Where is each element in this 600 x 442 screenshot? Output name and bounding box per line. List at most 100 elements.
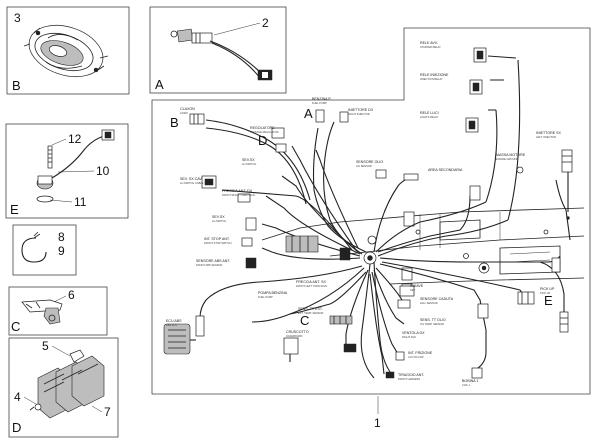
label-sensore-abs-ant: SENSORE ABS ANT. [196,259,230,263]
svg-text:LH SWITCH: LH SWITCH [242,162,256,166]
clip-drawing [21,231,47,263]
panel-e: 12 10 11 E [5,123,129,219]
label-pompa-benzina: POMPA BENZINA [258,291,288,295]
svg-text:CLUTCH SW.: CLUTCH SW. [408,355,424,359]
panel-c-letter: C [11,319,20,334]
panel-a-frame [149,6,287,94]
ref-3: 3 [14,11,21,25]
label-claxon: CLAXON [180,107,195,111]
label-ventola-dx: VENTOLA DX [402,331,425,335]
label-sensore-olio: SENSORE OLIO [356,160,383,164]
label-int-stop-ant: INT. STOP ANT. [204,237,230,241]
connectors [163,47,573,379]
label-iniettore-dx: INIETTORE DX [348,108,374,112]
panel-clip: 8 9 [12,224,77,276]
svg-text:FRONT LEFT TURN SIGN.: FRONT LEFT TURN SIGN. [296,284,328,288]
ref-2: 2 [262,16,269,30]
panel-a-letter: A [155,77,164,92]
main-letter-c: C [300,313,309,328]
harness-trunk [199,55,571,379]
panel-c: 6 C [8,286,108,336]
cable-item-2-drawing [170,28,273,81]
ref-1: 1 [374,416,381,430]
label-freccia-ant-dx: FRECCIA ANT. DX [222,189,253,193]
svg-text:FALL SENSOR: FALL SENSOR [420,301,438,305]
svg-text:ABS ECU: ABS ECU [166,323,178,327]
svg-text:PICK UP: PICK UP [540,291,551,295]
sensor-item-10-drawing [36,129,115,203]
panel-b-frame [6,6,130,95]
svg-text:FRONT STOP SWITCH: FRONT STOP SWITCH [204,241,232,245]
ref-12: 12 [68,132,82,146]
svg-text:DASHBOARD: DASHBOARD [286,334,303,338]
svg-text:LH SWITCH: LH SWITCH [212,219,226,223]
label-tiraggio-ant: TIRAGGIO ANT. [398,373,424,377]
ref-8: 8 [58,230,65,244]
svg-text:COIL 1: COIL 1 [462,383,471,387]
label-iniettore-sx: INIETTORE SX [536,131,561,135]
svg-text:INJECTION RELAY: INJECTION RELAY [420,77,443,81]
svg-text:FRONT ABS SENSOR: FRONT ABS SENSOR [196,263,222,267]
svg-text:ENGINE GROUND: ENGINE GROUND [496,157,518,161]
panel-b: 3 B [6,6,130,95]
ref-11: 11 [74,195,87,209]
svg-text:OIL TEMP. SENSOR: OIL TEMP. SENSOR [420,322,444,326]
svg-text:OIL SENSOR: OIL SENSOR [356,164,372,168]
switch-item-6-drawing [21,295,67,325]
main-letter-d: D [258,133,267,148]
panel-b-letter: B [12,78,21,93]
label-chiave: CHIAVE [410,284,424,288]
main-panel-frame [151,27,591,395]
svg-text:HORN: HORN [180,111,188,115]
ref-10: 10 [96,164,110,178]
label-benzina-p: BENZINA P. [312,97,331,101]
label-ecu-abs: ECU ABS [166,319,182,323]
svg-text:LIGHTS RELAY: LIGHTS RELAY [420,115,439,119]
label-sevsx-cav: SEV. SX CAV. [180,177,202,181]
panel-d: 5 4 7 D [8,337,119,438]
svg-text:LEFT INJECTOR: LEFT INJECTOR [536,135,556,139]
panel-e-frame [5,123,129,219]
ref-9: 9 [58,244,65,258]
svg-text:FRONT RIGHT TURN SIGN.: FRONT RIGHT TURN SIGN. [222,193,256,197]
label-regolatore: REGOLATORE [250,126,275,130]
svg-text:RIGHT INJECTOR: RIGHT INJECTOR [348,112,370,116]
svg-text:FRONT HARNESS: FRONT HARNESS [398,377,420,381]
label-freccia-ant-sx: FRECCIA ANT. SX [296,280,327,284]
label-sensore-caduta: SENSORE CADUTA [420,297,454,301]
label-rele-iniezione: RELE INIEZIONE [420,73,449,77]
panel-c-frame [8,286,108,336]
label-cruscotto: CRUSCOTTO [286,330,309,334]
svg-text:VOLTAGE REGULATOR: VOLTAGE REGULATOR [250,130,279,134]
svg-text:EXT. TEMP. SENSOR: EXT. TEMP. SENSOR [298,311,324,315]
label-rele-avv: RELE AVV. [420,41,438,45]
label-sens-tt-olio: SENS. TT OLIO [420,318,446,322]
label-sevsx-2: SEV.SX [212,215,225,219]
headlight-housing-drawing [23,24,109,78]
main-panel: 1 B A D C E [151,27,591,430]
ref-4: 4 [14,390,21,404]
svg-text:STARTER RELAY: STARTER RELAY [420,45,441,49]
main-letter-b: B [170,115,179,130]
label-pick-up: PICK UP [540,287,555,291]
svg-text:FUEL PUMP: FUEL PUMP [312,101,327,105]
chassis-outline [261,207,585,295]
svg-text:FUEL PUMP: FUEL PUMP [258,295,273,299]
label-rele-luci: RELE LUCI [420,111,439,115]
panel-d-letter: D [12,420,21,435]
svg-text:KEY: KEY [410,288,415,292]
label-bobina: BOBINA 1 [462,379,478,383]
svg-text:LH SWITCH CABLE: LH SWITCH CABLE [180,181,204,185]
panel-d-frame [8,337,119,438]
main-letter-a: A [304,106,313,121]
component-labels: CLAXON HORN REGOLATORE VOLTAGE REGULATOR… [166,41,561,387]
panel-e-letter: E [10,202,19,217]
ref-7: 7 [104,405,111,419]
label-area-secondaria: AREA SECONDARIA [428,168,463,172]
label-massa-motore: MASSA MOTORE [496,153,526,157]
label-sens-tt-est: SENS. TT EST. [298,307,323,311]
ref-6: 6 [68,288,75,302]
main-letter-e: E [544,293,553,308]
ref-5: 5 [42,339,49,353]
